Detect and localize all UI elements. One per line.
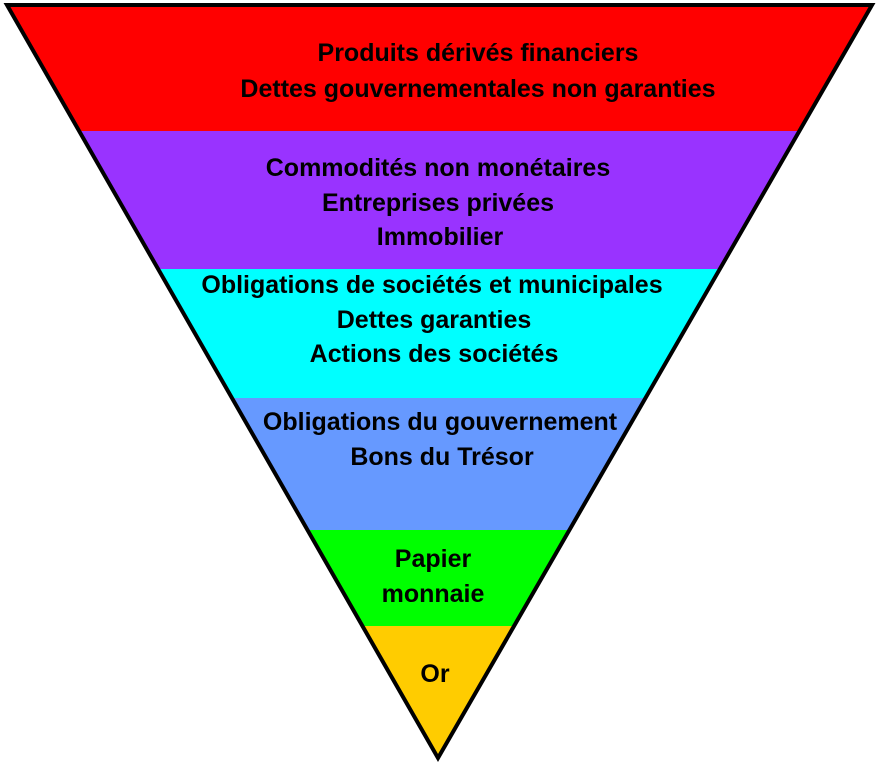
tier-3-line-0: Obligations du gouvernement [263, 408, 618, 436]
tier-5-band [7, 626, 872, 758]
tier-0-band [7, 5, 872, 131]
tier-1-line-2: Immobilier [377, 223, 504, 251]
tier-3-line-1: Bons du Trésor [350, 443, 534, 471]
tier-1-line-1: Entreprises privées [322, 189, 554, 217]
tier-1-line-0: Commodités non monétaires [266, 154, 611, 182]
tier-4-line-1: monnaie [382, 580, 485, 608]
tier-2-line-2: Actions des sociétés [310, 340, 559, 368]
tier-4-line-0: Papier [395, 545, 472, 573]
tier-0-line-1: Dettes gouvernementales non garanties [240, 75, 715, 103]
tier-1-band [7, 131, 872, 269]
tier-2-line-1: Dettes garanties [337, 306, 532, 334]
tier-5-line-0: Or [420, 660, 449, 688]
pyramid-outline [3, 2, 876, 763]
tier-2-line-0: Obligations de sociétés et municipales [201, 271, 662, 299]
tier-0-line-0: Produits dérivés financiers [318, 39, 639, 67]
